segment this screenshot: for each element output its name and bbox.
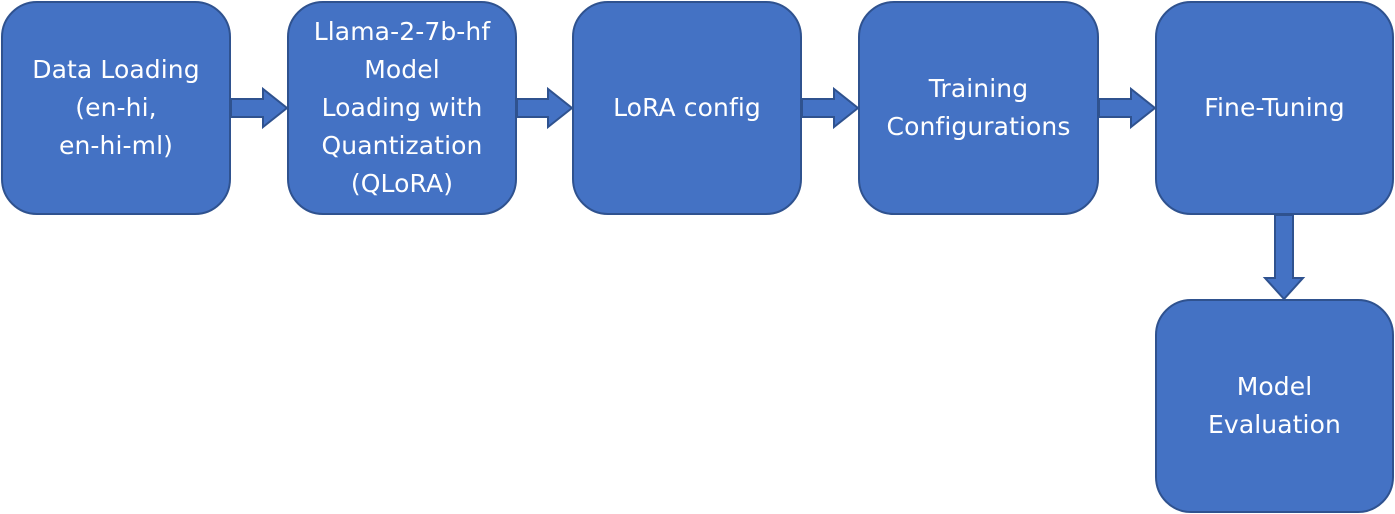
node-fine-tuning-label: Fine-Tuning bbox=[1204, 93, 1345, 122]
node-data-loading: Data Loading (en-hi, en-hi-ml) bbox=[1, 1, 231, 215]
node-lora-config: LoRA config bbox=[572, 1, 802, 215]
node-model-loading-label: Llama-2-7b-hf Model Loading with Quantiz… bbox=[313, 17, 491, 198]
node-lora-config-label: LoRA config bbox=[613, 93, 761, 122]
arrow-data-loading-to-model-loading bbox=[230, 86, 289, 130]
arrow-fine-tuning-to-model-evaluation bbox=[1262, 214, 1306, 301]
arrow-lora-config-to-training-configurations bbox=[801, 86, 860, 130]
node-training-configurations-label: Training Configurations bbox=[886, 74, 1071, 141]
node-model-loading: Llama-2-7b-hf Model Loading with Quantiz… bbox=[287, 1, 517, 215]
arrow-training-configurations-to-fine-tuning bbox=[1098, 86, 1157, 130]
node-model-evaluation: Model Evaluation bbox=[1155, 299, 1394, 513]
node-model-evaluation-label: Model Evaluation bbox=[1208, 372, 1341, 439]
node-data-loading-label: Data Loading (en-hi, en-hi-ml) bbox=[32, 55, 200, 160]
node-training-configurations: Training Configurations bbox=[858, 1, 1099, 215]
node-fine-tuning: Fine-Tuning bbox=[1155, 1, 1394, 215]
arrow-model-loading-to-lora-config bbox=[516, 86, 574, 130]
